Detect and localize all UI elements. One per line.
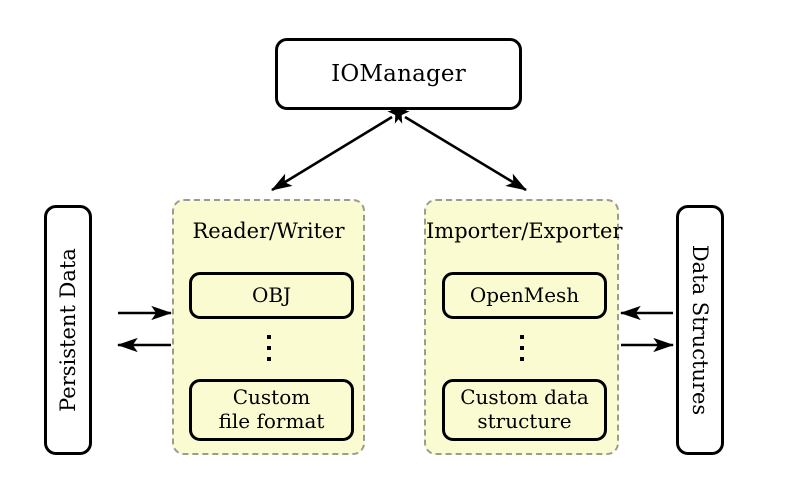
- panel-reader-writer-title: Reader/Writer: [192, 219, 345, 243]
- item-openmesh[interactable]: OpenMesh: [442, 272, 607, 319]
- node-iomanager[interactable]: IOManager: [275, 38, 522, 110]
- item-openmesh-label: OpenMesh: [469, 282, 580, 307]
- panel-importer-exporter-title: Importer/Exporter: [426, 219, 623, 243]
- node-persistent-data[interactable]: Persistent Data: [44, 205, 92, 455]
- node-data-structures-label: Data Structures: [688, 244, 713, 416]
- ellipsis-importer-exporter: [426, 335, 617, 361]
- arrow-manager-readerwriter: [271, 106, 409, 192]
- item-obj-label: OBJ: [251, 282, 292, 307]
- item-obj[interactable]: OBJ: [189, 272, 354, 319]
- node-iomanager-label: IOManager: [331, 61, 466, 87]
- node-data-structures[interactable]: Data Structures: [676, 205, 724, 455]
- node-persistent-data-label: Persistent Data: [56, 248, 80, 412]
- ellipsis-reader-writer: [174, 335, 363, 361]
- arrow-manager-importerexporter: [388, 106, 527, 192]
